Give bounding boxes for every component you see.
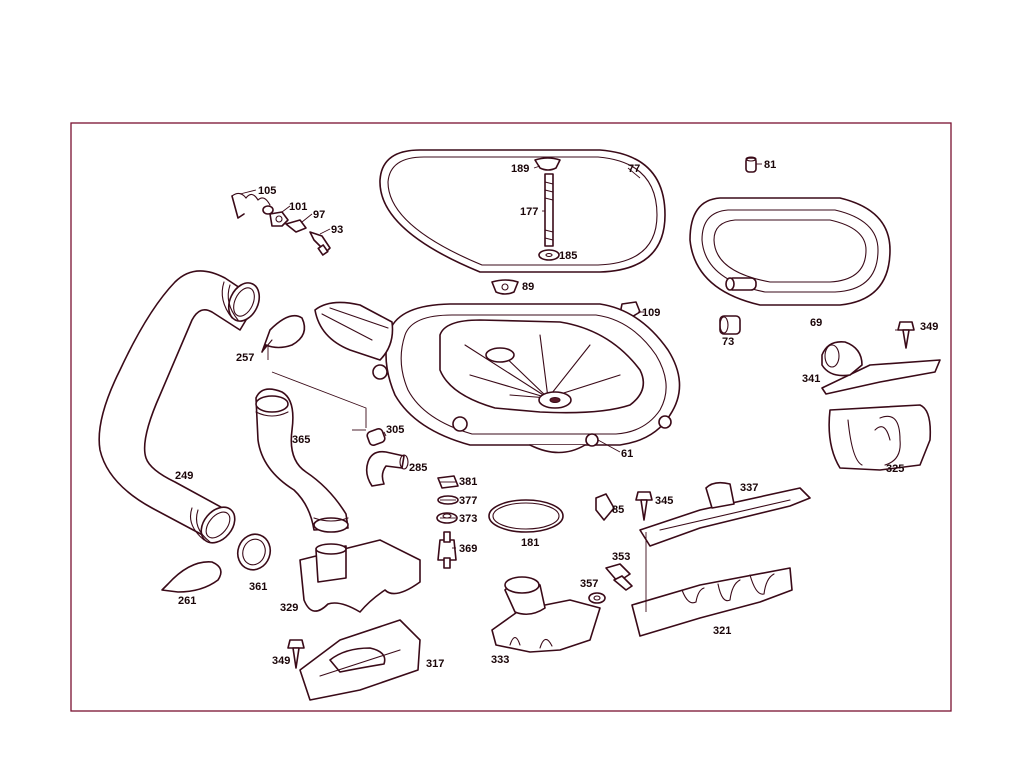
part-261-strap bbox=[161, 561, 222, 593]
part-361-clamp bbox=[236, 533, 272, 571]
part-305-fitting bbox=[366, 428, 386, 446]
part-61-filter-housing bbox=[314, 301, 681, 454]
callout-69: 69 bbox=[810, 317, 822, 329]
part-317-bracket bbox=[299, 619, 421, 701]
part-105-spring bbox=[231, 192, 274, 219]
part-77-seal-ring bbox=[379, 149, 666, 273]
part-69-filter-element bbox=[689, 197, 891, 306]
callout-labels: 105 101 97 93 189 77 177 185 89 81 69 10… bbox=[175, 159, 938, 670]
part-329-bracket bbox=[299, 539, 421, 613]
callout-261: 261 bbox=[178, 595, 196, 607]
callout-333: 333 bbox=[491, 654, 509, 666]
callout-105: 105 bbox=[258, 185, 276, 197]
callout-349-bottom: 349 bbox=[272, 655, 290, 667]
callout-93: 93 bbox=[331, 224, 343, 236]
part-337-bracket bbox=[639, 481, 811, 547]
callout-177: 177 bbox=[520, 206, 538, 218]
callout-349-top: 349 bbox=[920, 321, 938, 333]
callout-317: 317 bbox=[426, 658, 444, 670]
callout-85: 85 bbox=[612, 504, 624, 516]
part-349-screw-bottom bbox=[287, 639, 305, 669]
part-353-bolt bbox=[605, 563, 633, 591]
callout-325: 325 bbox=[886, 463, 904, 475]
part-349-screw-top bbox=[897, 321, 915, 349]
part-93-bolt bbox=[309, 231, 331, 256]
part-189-wing-nut bbox=[534, 157, 561, 171]
callout-377: 377 bbox=[459, 495, 477, 507]
part-181-o-ring bbox=[488, 499, 564, 533]
callout-373: 373 bbox=[459, 513, 477, 525]
callout-361: 361 bbox=[249, 581, 267, 593]
callout-189: 189 bbox=[511, 163, 529, 175]
callout-61: 61 bbox=[621, 448, 633, 460]
callout-101: 101 bbox=[289, 201, 307, 213]
callout-321: 321 bbox=[713, 625, 731, 637]
callout-77: 77 bbox=[628, 163, 640, 175]
part-321-bracket bbox=[631, 567, 793, 637]
callout-329: 329 bbox=[280, 602, 298, 614]
part-85-clip bbox=[595, 493, 615, 521]
callout-357: 357 bbox=[580, 578, 598, 590]
callout-305: 305 bbox=[386, 424, 404, 436]
part-185-washer bbox=[538, 249, 560, 261]
part-257-clamp-strap bbox=[261, 314, 306, 353]
callout-249: 249 bbox=[175, 470, 193, 482]
part-369-rubber-bushing bbox=[437, 531, 457, 569]
leader-lines bbox=[239, 163, 898, 549]
part-97-clamp bbox=[285, 219, 307, 233]
part-81-grommet bbox=[745, 156, 757, 173]
housing-spokes bbox=[464, 334, 621, 399]
callout-185: 185 bbox=[559, 250, 577, 262]
part-249-intake-hose bbox=[98, 270, 261, 544]
callout-353: 353 bbox=[612, 551, 630, 563]
part-341-duct-bracket bbox=[821, 340, 941, 395]
diagram-frame bbox=[70, 122, 952, 712]
part-101-nut bbox=[269, 211, 289, 227]
part-357-washer bbox=[588, 592, 606, 604]
callout-341: 341 bbox=[802, 373, 820, 385]
callout-81: 81 bbox=[764, 159, 776, 171]
callout-257: 257 bbox=[236, 352, 254, 364]
callout-337: 337 bbox=[740, 482, 758, 494]
callout-73: 73 bbox=[722, 336, 734, 348]
part-365-hose bbox=[255, 388, 349, 533]
callout-97: 97 bbox=[313, 209, 325, 221]
part-177-stud bbox=[544, 173, 554, 247]
part-325-lower-duct bbox=[828, 404, 932, 471]
callout-345: 345 bbox=[655, 495, 673, 507]
part-285-elbow-hose bbox=[365, 450, 409, 487]
part-73-sleeve bbox=[719, 315, 741, 335]
part-345-screw bbox=[635, 491, 653, 521]
part-89-wing-nut bbox=[491, 279, 519, 295]
callout-89: 89 bbox=[522, 281, 534, 293]
callout-369: 369 bbox=[459, 543, 477, 555]
callout-181: 181 bbox=[521, 537, 539, 549]
callout-381: 381 bbox=[459, 476, 477, 488]
callout-109: 109 bbox=[642, 307, 660, 319]
callout-365: 365 bbox=[292, 434, 310, 446]
callout-285: 285 bbox=[409, 462, 427, 474]
part-333-bracket bbox=[491, 576, 601, 653]
